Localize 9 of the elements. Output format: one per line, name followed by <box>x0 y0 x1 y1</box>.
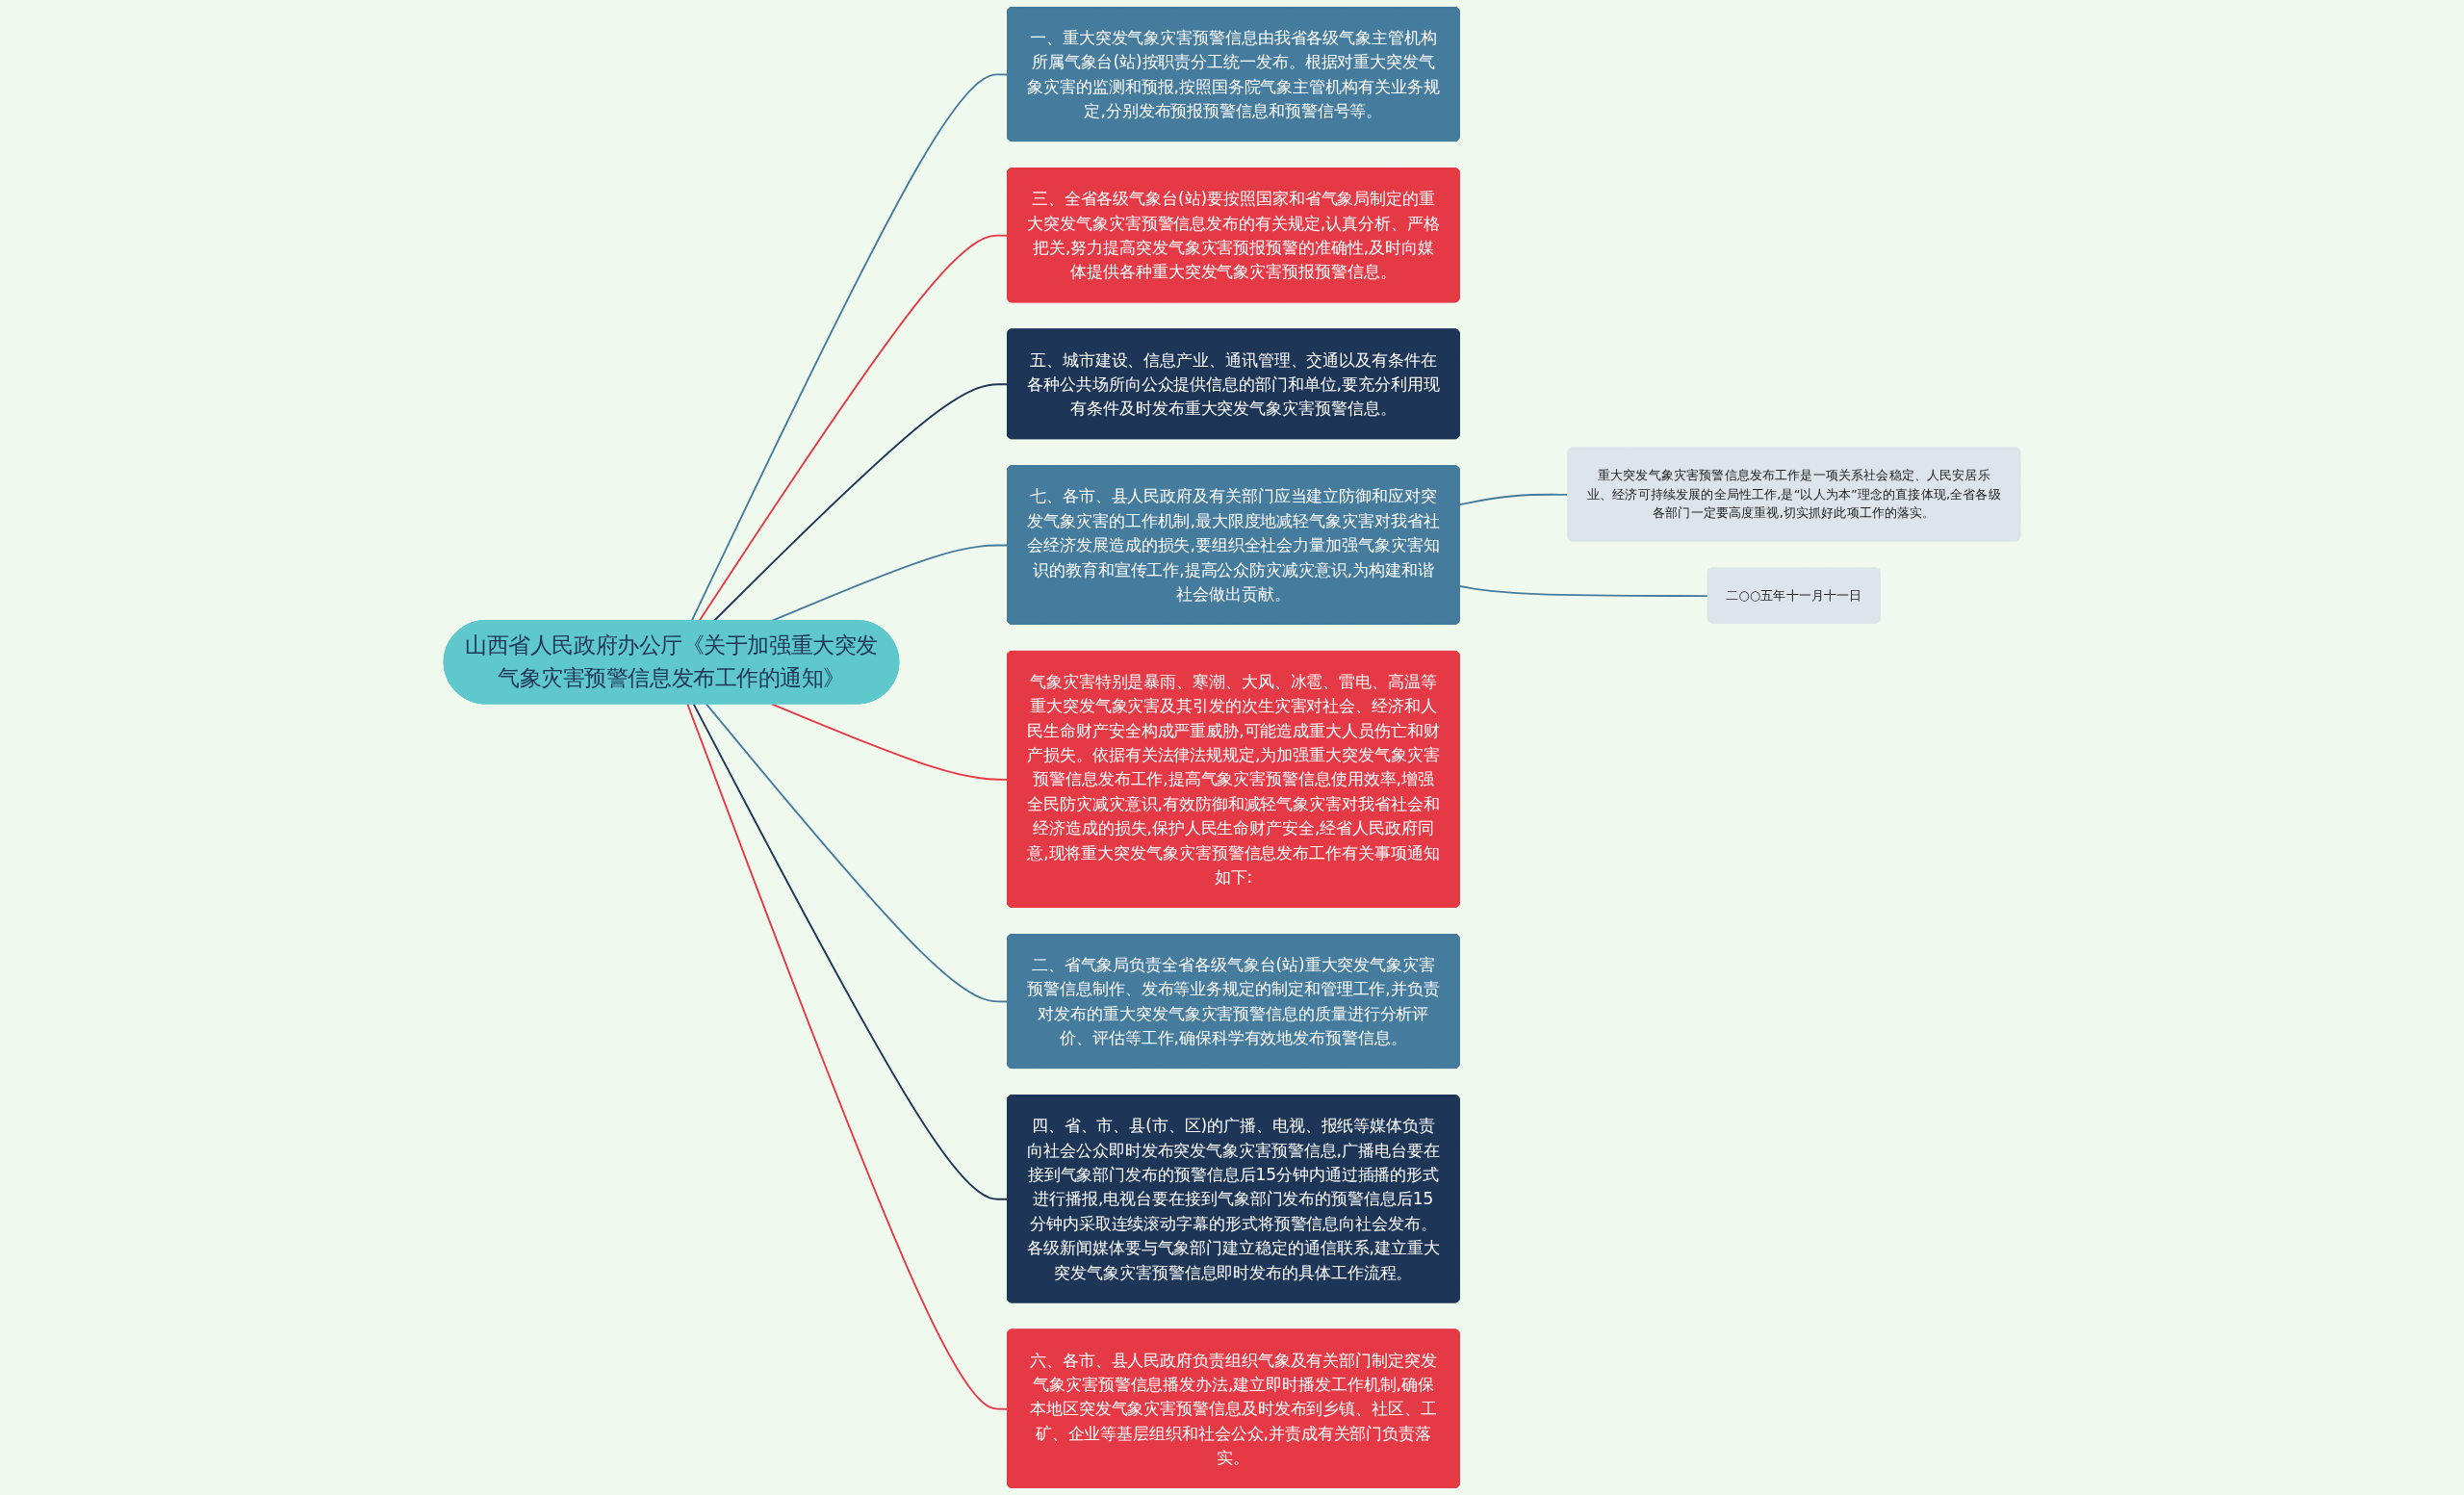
connector <box>686 703 1009 1410</box>
connector <box>705 703 1009 1003</box>
connector <box>1458 585 1709 598</box>
connector <box>692 703 1009 1200</box>
connector <box>1458 493 1570 506</box>
connector <box>712 383 1009 622</box>
connector <box>690 73 1009 622</box>
connector <box>698 234 1009 622</box>
connector <box>770 703 1009 781</box>
